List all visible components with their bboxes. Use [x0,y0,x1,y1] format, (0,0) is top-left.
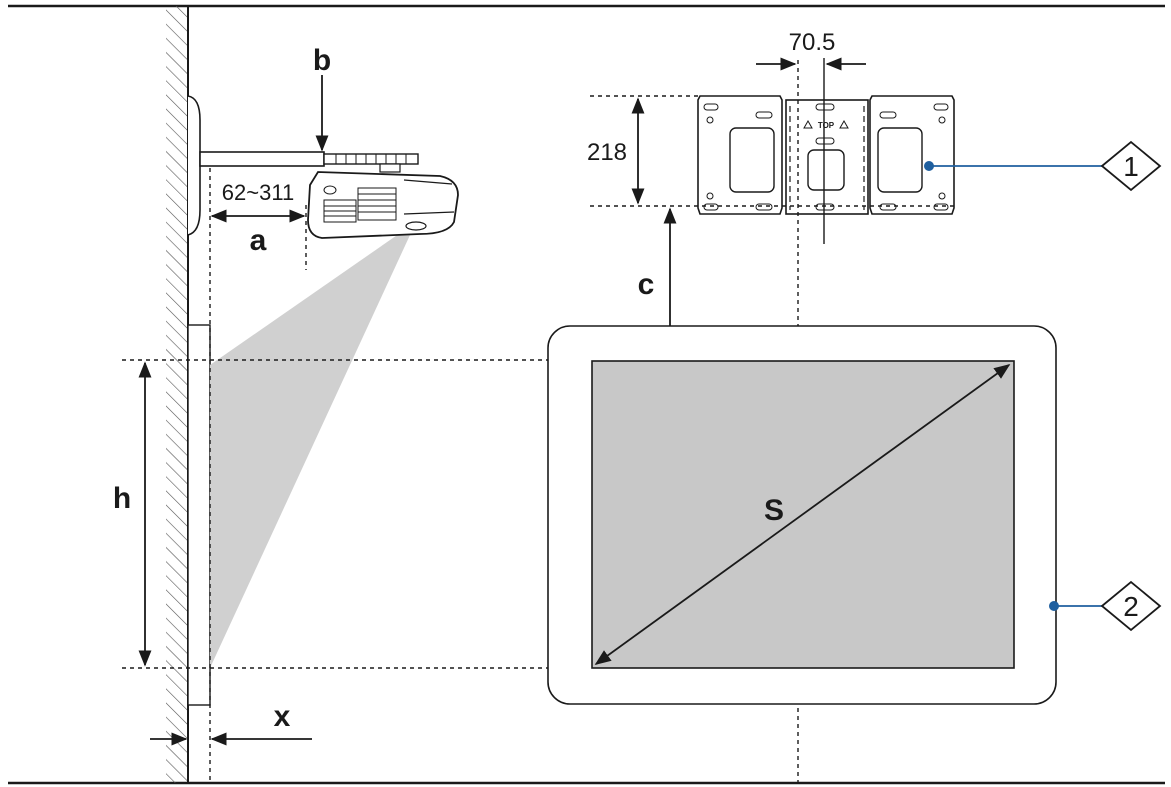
projection-beam [210,222,416,668]
label-x: x [274,700,291,733]
label-plate-height: 218 [587,139,627,166]
label-h: h [113,482,131,515]
label-c: c [638,268,655,301]
mount-arm [199,151,419,173]
label-a-range: 62~311 [222,180,294,205]
plate-top-label: TOP [818,121,835,130]
whiteboard-edge [187,324,211,706]
callout-1: 1 [924,140,1162,192]
dim-s-diagonal [594,364,1011,665]
callout-2: 2 [1049,580,1162,632]
wall-plate-side [187,95,201,236]
label-plate-offset: 70.5 [789,29,836,56]
callout-1-number: 1 [1123,151,1139,182]
label-b: b [313,44,331,77]
callout-2-number: 2 [1123,591,1139,622]
label-a: a [250,224,267,257]
wall-plate-front: TOP [697,95,955,215]
label-s: S [764,494,784,527]
projector [307,171,459,239]
wall [166,6,189,783]
